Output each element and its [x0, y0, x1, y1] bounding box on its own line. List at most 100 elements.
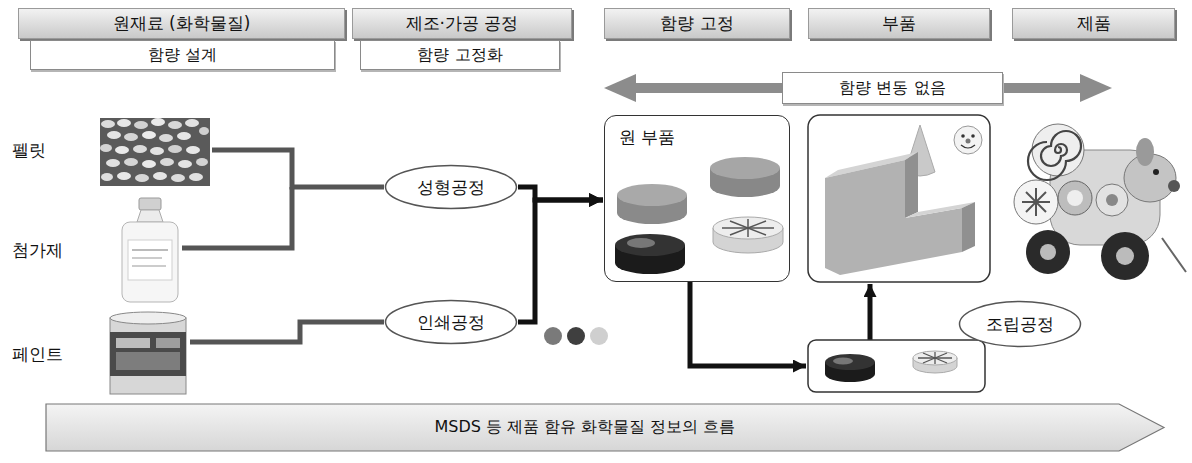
info-flow-band: MSDS 등 제품 함유 화학물질 정보의 흐름	[45, 403, 1165, 452]
additive-bottle	[132, 257, 162, 259]
raw-part-disc	[710, 157, 780, 179]
small-part-disc	[923, 353, 947, 363]
pellet-picture	[101, 120, 115, 128]
raw-part-disc	[615, 234, 685, 256]
toy-picture	[1014, 124, 1186, 280]
process-ellipse: 인쇄공정	[384, 299, 518, 345]
toy-picture	[1026, 230, 1070, 274]
raw-part-disc	[713, 217, 783, 239]
toy-picture	[1096, 184, 1128, 216]
flow-arrow	[690, 282, 806, 366]
pellet-picture	[142, 160, 156, 168]
part-picture	[825, 160, 962, 275]
toy-picture	[1116, 247, 1134, 265]
part-picture	[961, 134, 965, 138]
pellet-picture	[100, 118, 210, 186]
node-text: 함량 고정화	[417, 45, 502, 66]
raw-part-disc	[722, 219, 774, 237]
flow-arrow	[868, 284, 873, 340]
paint-dots	[544, 327, 562, 345]
part-box	[808, 115, 990, 392]
part-box	[808, 340, 985, 392]
paint-can	[156, 338, 180, 348]
pellet-picture	[117, 172, 131, 180]
pellet-picture	[135, 174, 149, 182]
process-ellipse: 성형공정	[384, 164, 518, 210]
part-picture	[971, 134, 975, 138]
node-text: 원재료 (화학물질)	[113, 12, 251, 35]
paint-can	[110, 312, 186, 394]
node-text: 함량 설계	[148, 45, 217, 66]
toy-picture	[1022, 188, 1050, 216]
process-ellipse-outline	[960, 302, 1081, 347]
additive-bottle	[122, 222, 178, 302]
node-text: 인쇄공정	[417, 311, 485, 334]
additive-bottle	[128, 240, 172, 280]
process-ellipse: 조립공정	[958, 300, 1082, 348]
paint-can	[110, 318, 186, 394]
pellet-picture	[189, 173, 203, 181]
pellet-picture	[150, 147, 164, 155]
pellet-picture	[115, 146, 129, 154]
pellet-picture	[171, 174, 185, 182]
node-text: 성형공정	[417, 176, 485, 199]
node-text: 함량 변동 없음	[839, 78, 945, 99]
material-label: 펠릿	[12, 139, 46, 162]
toy-picture	[1101, 232, 1149, 280]
pellet-picture	[168, 145, 182, 153]
range-arrow	[604, 74, 636, 102]
part-box: 원 부품	[604, 115, 790, 282]
pellet-picture	[153, 172, 167, 180]
part-picture	[825, 125, 982, 275]
pellet-picture	[133, 145, 147, 153]
stage-header: 함량 고정	[604, 8, 790, 39]
toy-picture	[1014, 180, 1058, 224]
pellet-picture	[196, 158, 208, 166]
node-text: 함량 고정	[660, 12, 733, 35]
range-arrow	[1003, 83, 1083, 93]
part-picture	[905, 152, 918, 218]
raw-part-disc	[730, 221, 766, 235]
flow-arrow	[518, 200, 603, 322]
node-text: MSDS 등 제품 함유 화학물질 정보의 흐름	[435, 417, 736, 438]
paint-can	[110, 312, 186, 324]
supply-line	[182, 187, 292, 248]
pellet-picture	[159, 134, 173, 142]
pellet-picture	[107, 131, 121, 139]
pellet-picture	[124, 158, 138, 166]
part-box	[808, 115, 990, 282]
node-text: 제품	[1077, 12, 1111, 35]
info-flow-arrow	[46, 404, 1164, 451]
supply-line	[190, 322, 384, 342]
node-text: 제조·가공 공정	[406, 12, 519, 35]
stage-header: 제조·가공 공정	[352, 8, 572, 39]
part-picture	[954, 126, 982, 154]
paint-can	[116, 352, 180, 370]
node-text: 부품	[882, 12, 916, 35]
part-picture	[961, 145, 975, 148]
paint-can	[116, 338, 150, 348]
node-text: 원 부품	[619, 126, 675, 149]
range-arrow	[1080, 74, 1112, 102]
additive-bottle	[132, 249, 168, 251]
small-part-disc	[825, 351, 957, 382]
toy-picture	[1153, 169, 1159, 175]
additive-bottle	[137, 210, 163, 222]
small-part-disc	[833, 358, 853, 365]
toy-picture	[1162, 238, 1186, 272]
stage-note: 함량 고정화	[360, 40, 560, 70]
additive-bottle	[132, 265, 166, 267]
pellet-picture	[124, 133, 138, 141]
pellet-picture	[178, 160, 192, 168]
stage-header: 원재료 (화학물질)	[18, 8, 345, 39]
stage-header: 부품	[808, 8, 990, 39]
toy-picture	[1032, 124, 1084, 176]
toy-picture	[1026, 192, 1046, 212]
supply-line	[182, 150, 384, 342]
stage-header: 제품	[1012, 8, 1175, 39]
raw-part-disc	[615, 157, 783, 274]
paint-dots	[567, 327, 585, 345]
small-part-disc	[923, 353, 947, 363]
small-part-disc	[913, 351, 957, 365]
